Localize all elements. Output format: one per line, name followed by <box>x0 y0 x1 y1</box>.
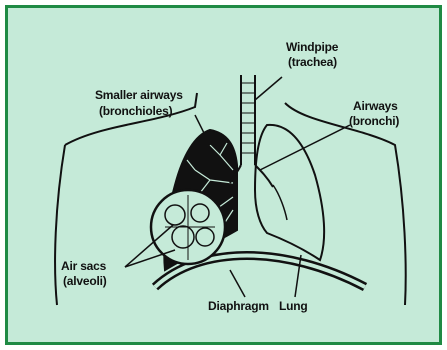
label-trachea: (trachea) <box>288 55 337 69</box>
right-lung <box>255 125 324 260</box>
label-alveoli: (alveoli) <box>63 274 107 288</box>
label-bronchioles: (bronchioles) <box>99 104 173 118</box>
label-windpipe: Windpipe <box>286 40 339 54</box>
lung-diagram: Windpipe (trachea) Smaller airways (bron… <box>5 5 442 345</box>
label-bronchi: (bronchi) <box>349 114 399 128</box>
label-lung: Lung <box>279 299 308 313</box>
label-airways: Airways <box>353 99 398 113</box>
alveoli-magnifier <box>151 190 225 264</box>
label-diaphragm: Diaphragm <box>208 299 269 313</box>
trachea <box>241 75 255 165</box>
label-air-sacs: Air sacs <box>61 259 107 273</box>
label-smaller-airways: Smaller airways <box>95 88 183 102</box>
